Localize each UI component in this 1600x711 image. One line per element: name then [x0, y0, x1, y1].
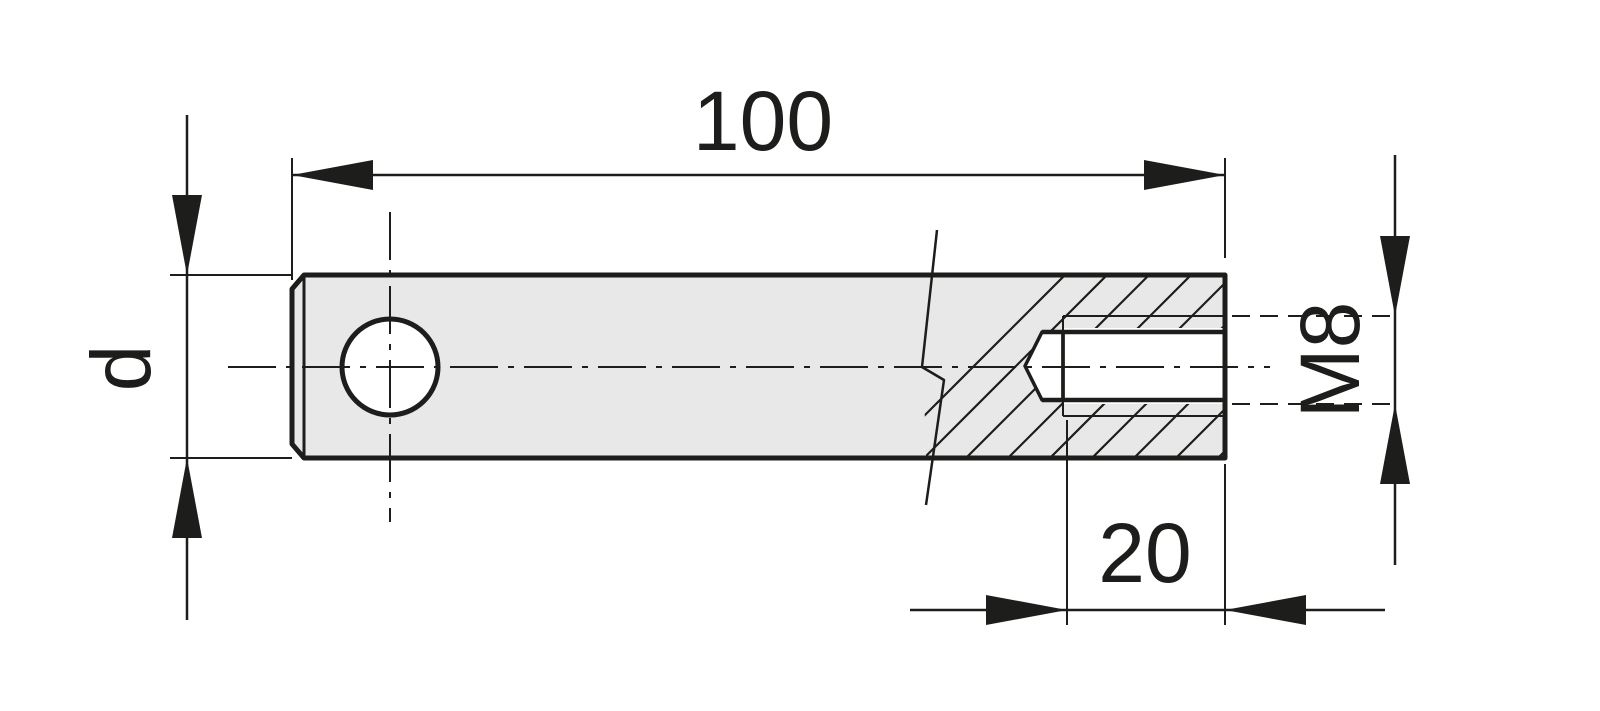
hatch-line — [1453, 260, 1600, 475]
dimension-diameter: d — [74, 115, 202, 620]
arrowhead-depth-left — [986, 595, 1067, 625]
dimension-thread-depth: 20 — [910, 506, 1385, 625]
hatch-line — [1495, 260, 1600, 475]
arrowhead-right — [1144, 160, 1225, 190]
center-lines — [228, 212, 1270, 522]
hatch-line — [1411, 260, 1600, 475]
arrowhead-lower — [1380, 404, 1410, 484]
hatch-line — [1158, 275, 1225, 458]
dimension-thread-depth-label: 20 — [1098, 506, 1191, 600]
arrowhead-top — [172, 195, 202, 275]
arrowhead-left — [292, 160, 373, 190]
break-line — [920, 229, 946, 506]
dimension-diameter-label: d — [74, 345, 168, 392]
dimension-length-label: 100 — [693, 74, 833, 168]
dimension-thread: M8 — [1283, 155, 1410, 565]
arrowhead-depth-right — [1225, 595, 1306, 625]
dimension-thread-label: M8 — [1283, 302, 1377, 419]
arrowhead-bottom — [172, 458, 202, 538]
dimension-length: 100 — [292, 74, 1225, 190]
arrowhead-upper — [1380, 236, 1410, 316]
